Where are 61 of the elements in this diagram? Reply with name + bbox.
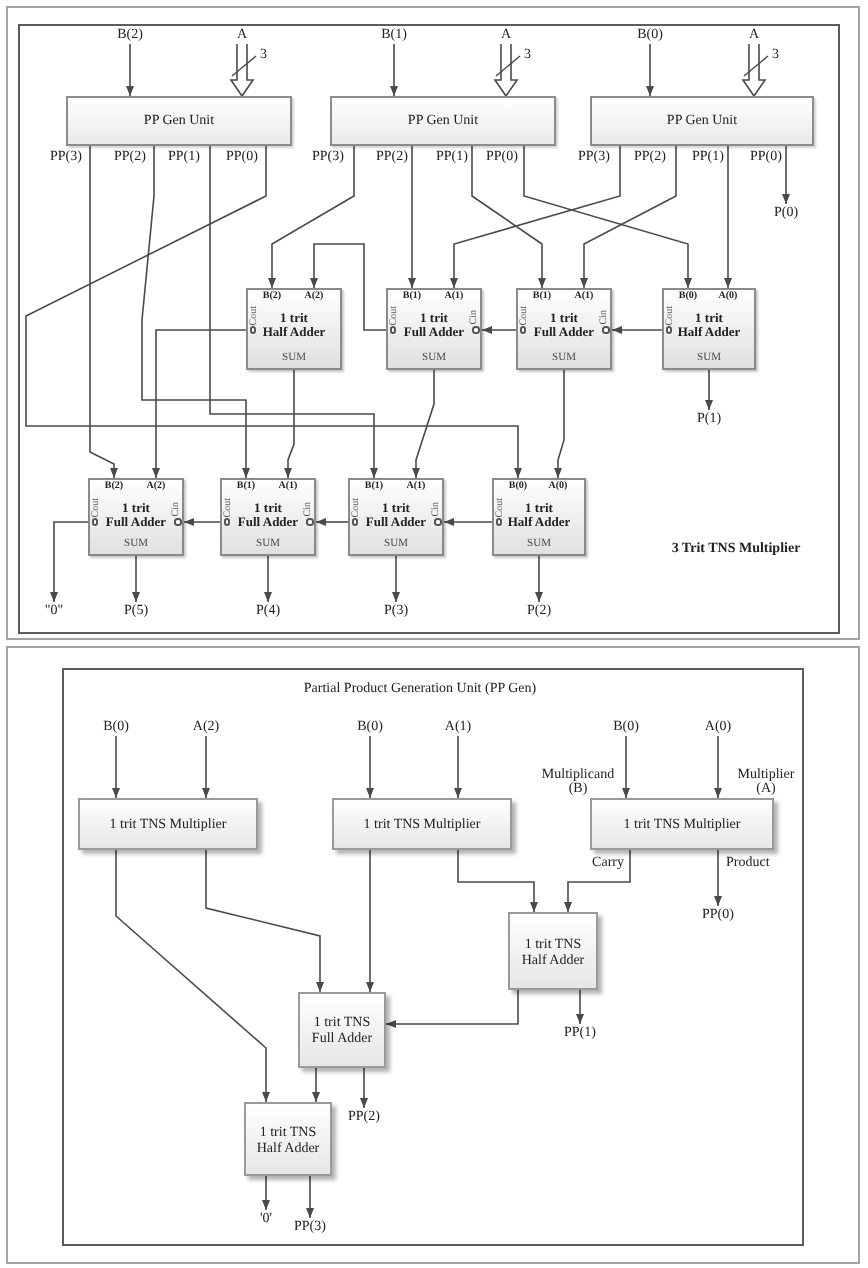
bus-arrow bbox=[741, 43, 767, 98]
arrow bbox=[471, 145, 546, 289]
arrow bbox=[141, 145, 250, 479]
arrow bbox=[705, 369, 713, 411]
arrow bbox=[454, 735, 462, 799]
arrow bbox=[724, 145, 732, 289]
arrow bbox=[132, 555, 140, 603]
arrow bbox=[385, 989, 519, 1028]
arrow bbox=[152, 329, 247, 479]
adder-block bbox=[88, 478, 184, 556]
arrow bbox=[209, 145, 378, 479]
arrow bbox=[535, 555, 543, 603]
arrow bbox=[25, 145, 522, 479]
arrow bbox=[268, 145, 355, 289]
arrow bbox=[205, 849, 324, 993]
arrow bbox=[262, 1175, 270, 1211]
arrow bbox=[714, 735, 722, 799]
arrow bbox=[126, 43, 134, 97]
arrow bbox=[315, 518, 349, 526]
arrow bbox=[564, 849, 631, 913]
arrow bbox=[576, 989, 584, 1025]
arrow bbox=[443, 518, 493, 526]
adder-block bbox=[386, 288, 482, 370]
arrow bbox=[554, 369, 565, 479]
diagram-frame bbox=[62, 668, 804, 1246]
adder-block bbox=[492, 478, 586, 556]
arrow bbox=[412, 369, 435, 479]
arrow bbox=[284, 369, 295, 479]
adder-block bbox=[662, 288, 756, 370]
arrow bbox=[646, 43, 654, 97]
arrow bbox=[89, 145, 118, 479]
arrow bbox=[310, 243, 387, 331]
adder-block bbox=[220, 478, 316, 556]
arrow bbox=[622, 735, 630, 799]
arrow bbox=[183, 518, 221, 526]
arrow bbox=[782, 145, 790, 205]
arrow bbox=[50, 521, 89, 603]
arrow bbox=[580, 145, 677, 289]
adder-block bbox=[516, 288, 612, 370]
arrow bbox=[450, 145, 621, 289]
arrow bbox=[481, 326, 517, 334]
arrow bbox=[457, 849, 538, 913]
arrow bbox=[390, 43, 398, 97]
arrow bbox=[202, 735, 210, 799]
arrow bbox=[306, 1175, 314, 1219]
arrow bbox=[523, 145, 692, 289]
arrow bbox=[264, 555, 272, 603]
arrow bbox=[714, 849, 722, 907]
arrow bbox=[112, 735, 120, 799]
arrow bbox=[366, 735, 374, 799]
adder-block bbox=[348, 478, 444, 556]
arrow bbox=[360, 1067, 368, 1109]
arrow bbox=[408, 145, 416, 289]
arrow bbox=[611, 326, 663, 334]
arrow bbox=[392, 555, 400, 603]
bus-arrow bbox=[493, 43, 519, 98]
arrow bbox=[115, 849, 270, 1103]
adder-block bbox=[246, 288, 342, 370]
arrow bbox=[366, 849, 374, 993]
arrow bbox=[312, 1067, 320, 1103]
bus-arrow bbox=[229, 43, 255, 98]
